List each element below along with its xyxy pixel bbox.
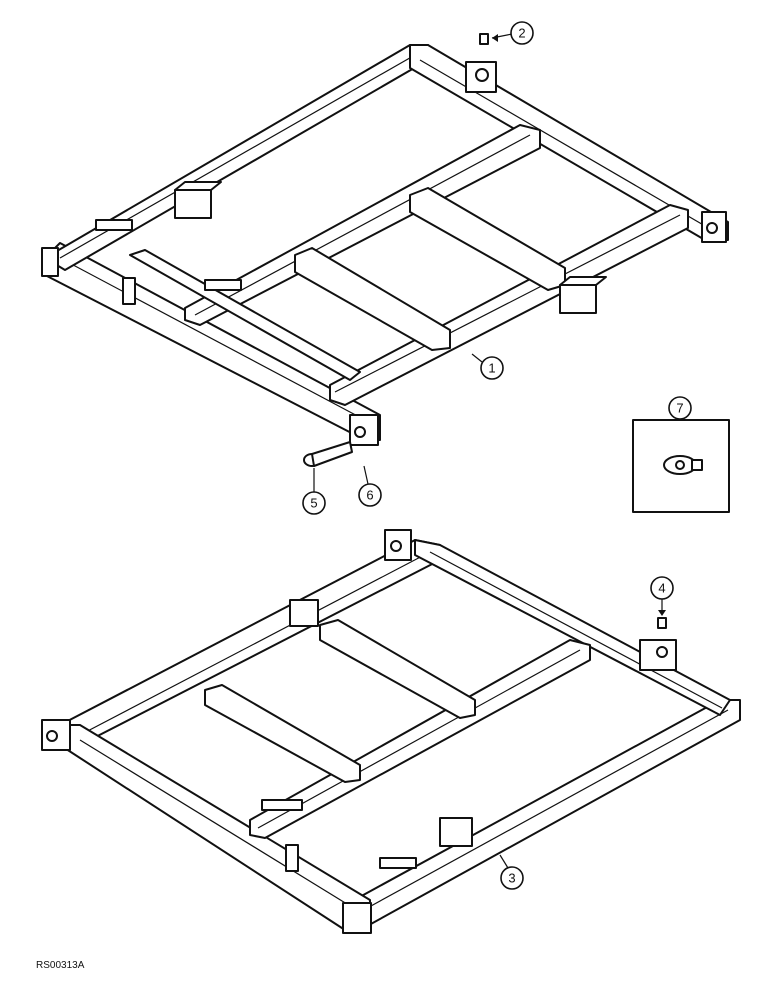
callout-7: 7 [668, 396, 692, 420]
callout-2-label: 2 [518, 26, 525, 41]
callout-1-label: 1 [488, 361, 495, 376]
callout-5-label: 5 [310, 496, 317, 511]
upper-frame [41, 33, 729, 446]
document-code: RS00313A [36, 960, 85, 971]
callout-1: 1 [471, 353, 504, 380]
callout-2: 2 [491, 21, 534, 45]
callout-4: 4 [650, 576, 674, 616]
callout-3-label: 3 [508, 871, 515, 886]
callout-4-label: 4 [658, 581, 665, 596]
inset-detail-box [632, 419, 730, 513]
callout-7-label: 7 [676, 401, 683, 416]
callout-6: 6 [358, 465, 382, 507]
callout-3: 3 [499, 854, 524, 890]
lower-frame [41, 529, 741, 934]
pin-part [303, 441, 353, 467]
callout-6-label: 6 [366, 488, 373, 503]
callout-5: 5 [302, 468, 326, 515]
